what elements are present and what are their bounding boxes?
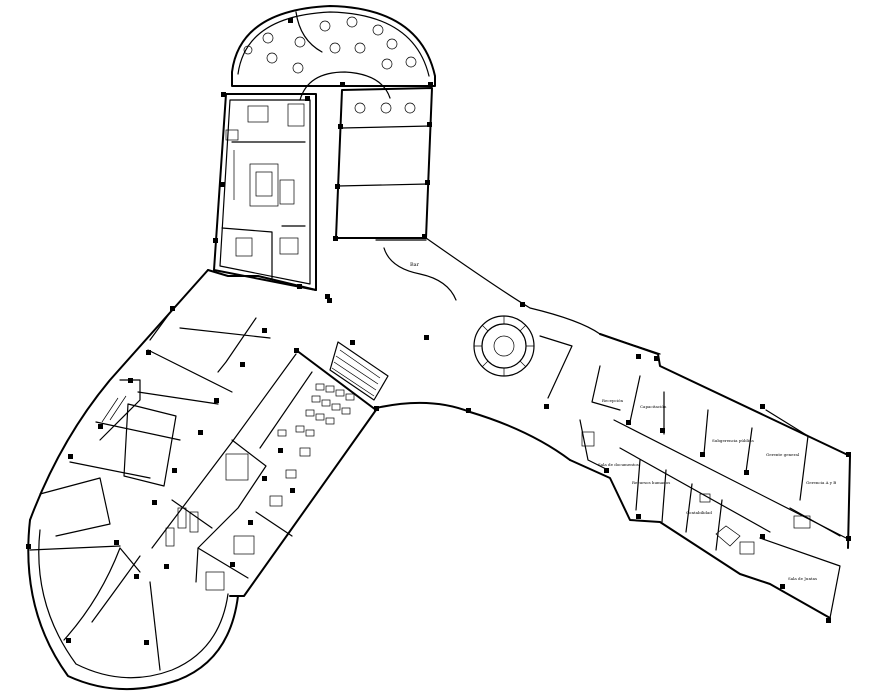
service-columns <box>230 348 299 567</box>
gerente-general-label: Gerente general <box>766 452 800 457</box>
office-labels: Recepción Capacitación Subgerencia públi… <box>598 398 836 581</box>
terrace-columns <box>288 18 433 101</box>
recursos-humanos-label: Recursos humanos <box>632 480 670 485</box>
lobby-outline: Bar <box>207 237 661 461</box>
curved-hall <box>27 519 239 691</box>
kitchen-block <box>213 93 317 291</box>
capacitacion-label: Capacitación <box>640 404 667 409</box>
recepcion-label: Recepción <box>602 398 623 403</box>
terrace-outline <box>231 5 436 101</box>
bar-label: Bar <box>410 262 420 268</box>
sala-juntas-label: Sala de Juntas <box>788 576 817 581</box>
terrace-tables <box>243 16 417 74</box>
equipment <box>277 383 355 479</box>
curved-hall-columns <box>26 544 169 645</box>
dining-wing <box>335 87 433 241</box>
lobby-columns <box>327 298 549 413</box>
contabilidad-label: Contabilidad <box>686 510 712 515</box>
sala-documentos-label: Sala de documentos <box>598 462 639 467</box>
left-wing <box>29 269 271 537</box>
office-columns <box>604 354 851 623</box>
spiral-staircase <box>473 315 573 399</box>
gerencia-ayb-label: Gerencia A y B <box>806 480 836 485</box>
subgerencia-label: Subgerencia pública <box>712 438 754 443</box>
main-stair <box>329 340 389 401</box>
service-block <box>151 349 377 597</box>
office-wing <box>569 333 851 619</box>
dining-columns <box>333 122 432 241</box>
left-wing-columns <box>68 306 267 545</box>
